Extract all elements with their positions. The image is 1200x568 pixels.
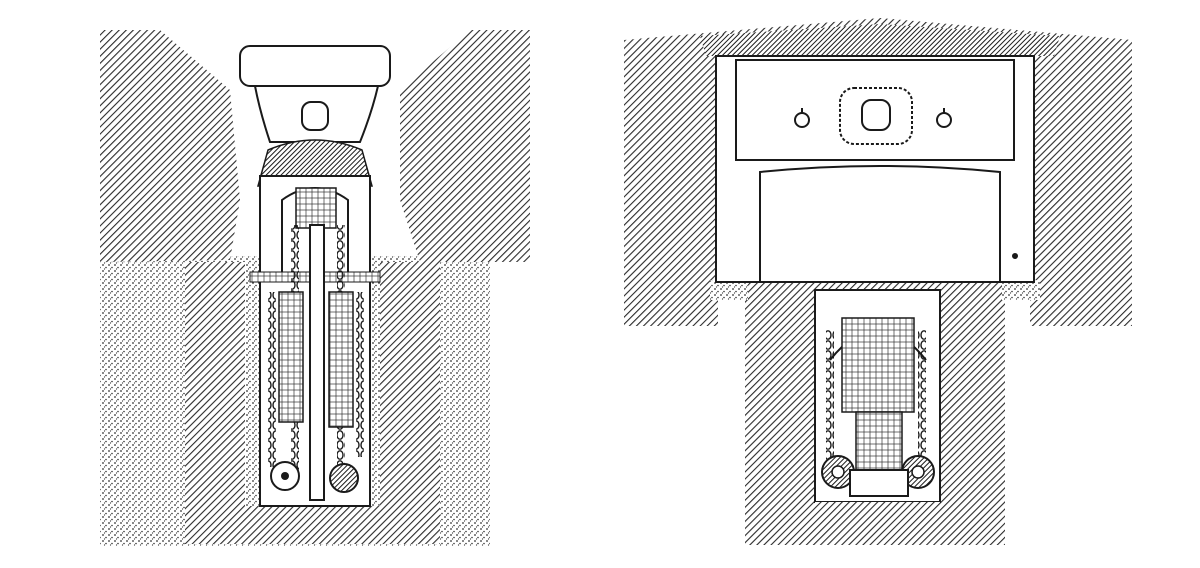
turret-cap-left (239, 45, 391, 87)
sprocket-wheel-icon (901, 455, 935, 489)
ground-surface-right-b (1002, 280, 1040, 300)
turret-drum-lower (759, 165, 1001, 283)
chain-icon (356, 292, 364, 457)
counterweight-icon (328, 291, 354, 428)
winch-base (849, 469, 909, 497)
chain-icon (918, 330, 926, 470)
shaft-floor-right (815, 502, 940, 545)
turret-port-right (839, 87, 913, 145)
chain-icon (826, 330, 834, 470)
turret-port-inner (861, 99, 891, 131)
shaft-wall-right (380, 262, 440, 544)
central-piston (309, 224, 325, 501)
turret-neck-left (253, 85, 380, 143)
winch-frame (855, 411, 903, 471)
sprocket-wheel-icon (329, 463, 359, 493)
roof-armor-strip (700, 24, 1060, 56)
earth-mound-right-side (400, 30, 530, 262)
counterweight-icon (841, 317, 915, 413)
sheave-assembly (295, 187, 337, 229)
drum-bolt (1012, 253, 1018, 259)
armored-chamber-left (257, 139, 373, 187)
sprocket-wheel-icon (821, 455, 855, 489)
shaft-wall-left (185, 262, 245, 544)
pulley-wheel-icon (270, 461, 300, 491)
turret-port-left (301, 101, 329, 131)
turret-face-upper (735, 59, 1015, 161)
right-section-view (624, 18, 1132, 545)
shaft-floor (245, 506, 380, 544)
left-section-view (100, 30, 530, 546)
earth-mound-left-side (100, 30, 240, 262)
ring-handle-icon (794, 108, 810, 128)
counterweight-icon (278, 291, 304, 423)
ground-surface-right-a (710, 280, 748, 300)
ring-handle-icon (936, 108, 952, 128)
chain-icon (268, 292, 276, 467)
